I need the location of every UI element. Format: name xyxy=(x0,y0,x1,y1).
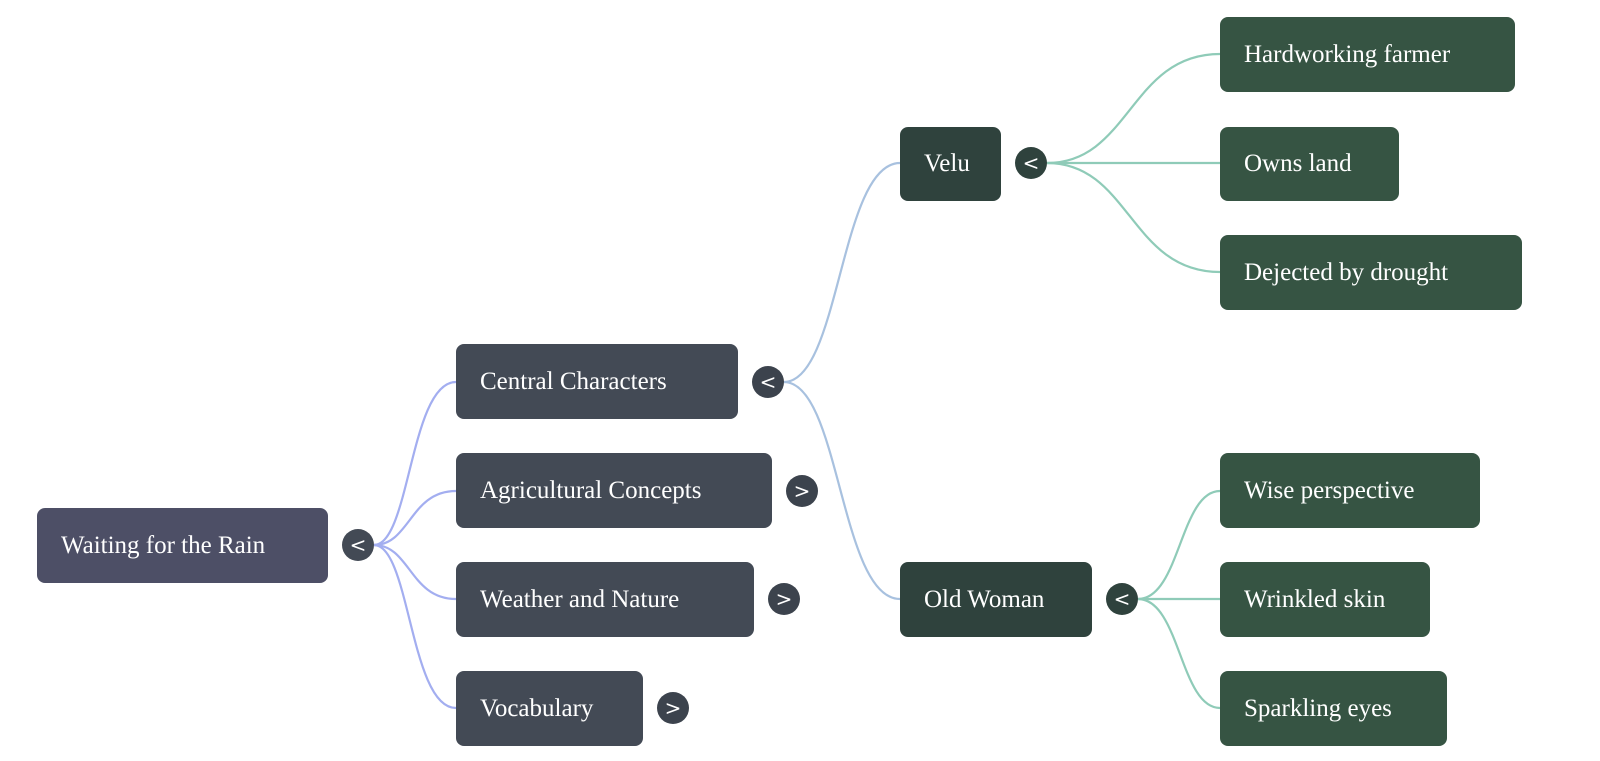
node-label: Old Woman xyxy=(924,585,1045,613)
edge-root-agricultural-concepts xyxy=(373,489,457,547)
node-sparkling-eyes[interactable]: Sparkling eyes xyxy=(1220,671,1447,746)
node-label: Velu xyxy=(924,150,970,177)
node-dejected-by-drought[interactable]: Dejected by drought xyxy=(1220,235,1522,310)
collapse-icon[interactable]: < xyxy=(752,366,784,398)
node-wrinkled-skin[interactable]: Wrinkled skin xyxy=(1220,562,1430,637)
expand-icon[interactable]: > xyxy=(786,475,818,507)
node-label: Central Characters xyxy=(480,367,667,395)
collapse-icon[interactable]: < xyxy=(1015,147,1047,179)
node-label: Hardworking farmer xyxy=(1244,40,1451,68)
edge-velu-dejected-by-drought xyxy=(1046,161,1221,274)
node-label: Agricultural Concepts xyxy=(480,476,702,504)
edge-root-central-characters xyxy=(373,380,457,547)
collapse-icon[interactable]: < xyxy=(1106,583,1138,615)
expand-icon[interactable]: > xyxy=(768,583,800,615)
node-root[interactable]: Waiting for the Rain xyxy=(37,508,328,583)
edge-root-weather-and-nature xyxy=(373,543,457,601)
edge-central-characters-old-woman xyxy=(783,380,901,601)
node-wise-perspective[interactable]: Wise perspective xyxy=(1220,453,1480,528)
node-central-characters[interactable]: Central Characters xyxy=(456,344,738,419)
node-label: Weather and Nature xyxy=(480,585,680,613)
node-owns-land[interactable]: Owns land xyxy=(1220,127,1399,201)
node-label: Dejected by drought xyxy=(1244,258,1449,286)
expand-icon[interactable]: > xyxy=(657,692,689,724)
edge-root-vocabulary xyxy=(373,543,457,710)
node-label: Sparkling eyes xyxy=(1244,694,1392,722)
node-hardworking-farmer[interactable]: Hardworking farmer xyxy=(1220,17,1515,92)
edge-central-characters-velu xyxy=(783,161,901,384)
node-vocabulary[interactable]: Vocabulary xyxy=(456,671,643,746)
node-label: Wrinkled skin xyxy=(1244,585,1386,613)
node-old-woman[interactable]: Old Woman xyxy=(900,562,1092,637)
edge-old-woman-wise-perspective xyxy=(1137,489,1221,601)
node-agricultural-concepts[interactable]: Agricultural Concepts xyxy=(456,453,772,528)
edge-velu-hardworking-farmer xyxy=(1046,52,1221,165)
node-weather-and-nature[interactable]: Weather and Nature xyxy=(456,562,754,637)
node-velu[interactable]: Velu xyxy=(900,127,1001,201)
node-label: Wise perspective xyxy=(1244,476,1415,504)
node-label: Vocabulary xyxy=(480,694,594,722)
collapse-icon[interactable]: < xyxy=(342,529,374,561)
node-label: Owns land xyxy=(1244,150,1352,177)
node-label: Waiting for the Rain xyxy=(61,531,266,559)
edge-old-woman-sparkling-eyes xyxy=(1137,597,1221,710)
